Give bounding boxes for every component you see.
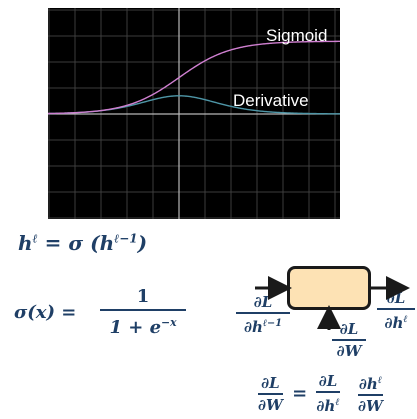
input-gradient-line <box>236 312 290 314</box>
layer-block <box>287 266 371 310</box>
layer-equation-text: hℓ = σ (hℓ−1) <box>18 230 148 255</box>
chain-lhs-numerator: ∂L <box>261 373 280 392</box>
chain-lhs-fraction: ∂L ∂W <box>258 374 283 414</box>
chain-term2-line <box>357 394 383 396</box>
weight-gradient-numerator: ∂L <box>339 320 359 338</box>
weight-gradient-line <box>332 339 366 341</box>
layer-equation: hℓ = σ (hℓ−1) <box>18 232 147 253</box>
sigmoid-plot: Sigmoid Derivative <box>48 8 340 219</box>
input-gradient-denominator: ∂hℓ−1 <box>243 318 283 336</box>
chain-term1-fraction: ∂L ∂hℓ <box>316 372 340 415</box>
input-gradient-fraction: ∂L ∂hℓ−1 <box>236 293 290 336</box>
sigmoid-fraction-line <box>100 309 186 311</box>
chain-lhs-denominator: ∂W <box>258 395 283 414</box>
chain-term1-denominator: ∂hℓ <box>316 397 340 415</box>
chain-rule-equation: ∂L ∂W = ∂L ∂hℓ ∂hℓ ∂W <box>258 372 383 415</box>
chain-term2-fraction: ∂hℓ ∂W <box>357 372 383 415</box>
weight-gradient-fraction: ∂L ∂W <box>332 320 366 360</box>
layer-equation-lhs: hℓ <box>18 230 38 255</box>
chain-term2-denominator: ∂W <box>357 397 383 415</box>
layer-equation-rhs: σ (hℓ−1) <box>68 230 148 255</box>
chain-equals: = <box>292 383 308 404</box>
chain-term1-line <box>316 391 340 393</box>
output-gradient-denominator: ∂hℓ <box>384 314 408 332</box>
sigmoid-curve <box>48 40 340 115</box>
chain-term1-numerator: ∂L <box>318 372 338 390</box>
sigmoid-label: Sigmoid <box>266 26 328 45</box>
input-gradient-numerator: ∂L <box>253 293 273 311</box>
output-gradient-fraction: ∂L ∂hℓ <box>377 289 415 332</box>
sigmoid-fraction: 1 1 + e−x <box>100 286 186 339</box>
weight-gradient-denominator: ∂W <box>336 342 362 360</box>
sigmoid-denominator: 1 + e−x <box>109 316 177 338</box>
output-gradient-numerator: ∂L <box>386 289 406 307</box>
sigmoid-equation-lhs: σ(x) = <box>14 302 77 323</box>
chain-term2-numerator: ∂hℓ <box>358 375 382 393</box>
derivative-label: Derivative <box>233 91 309 110</box>
plot-canvas <box>48 8 340 219</box>
sigmoid-numerator: 1 <box>136 286 150 307</box>
output-gradient-line <box>377 308 415 310</box>
chain-lhs-line <box>258 392 283 395</box>
